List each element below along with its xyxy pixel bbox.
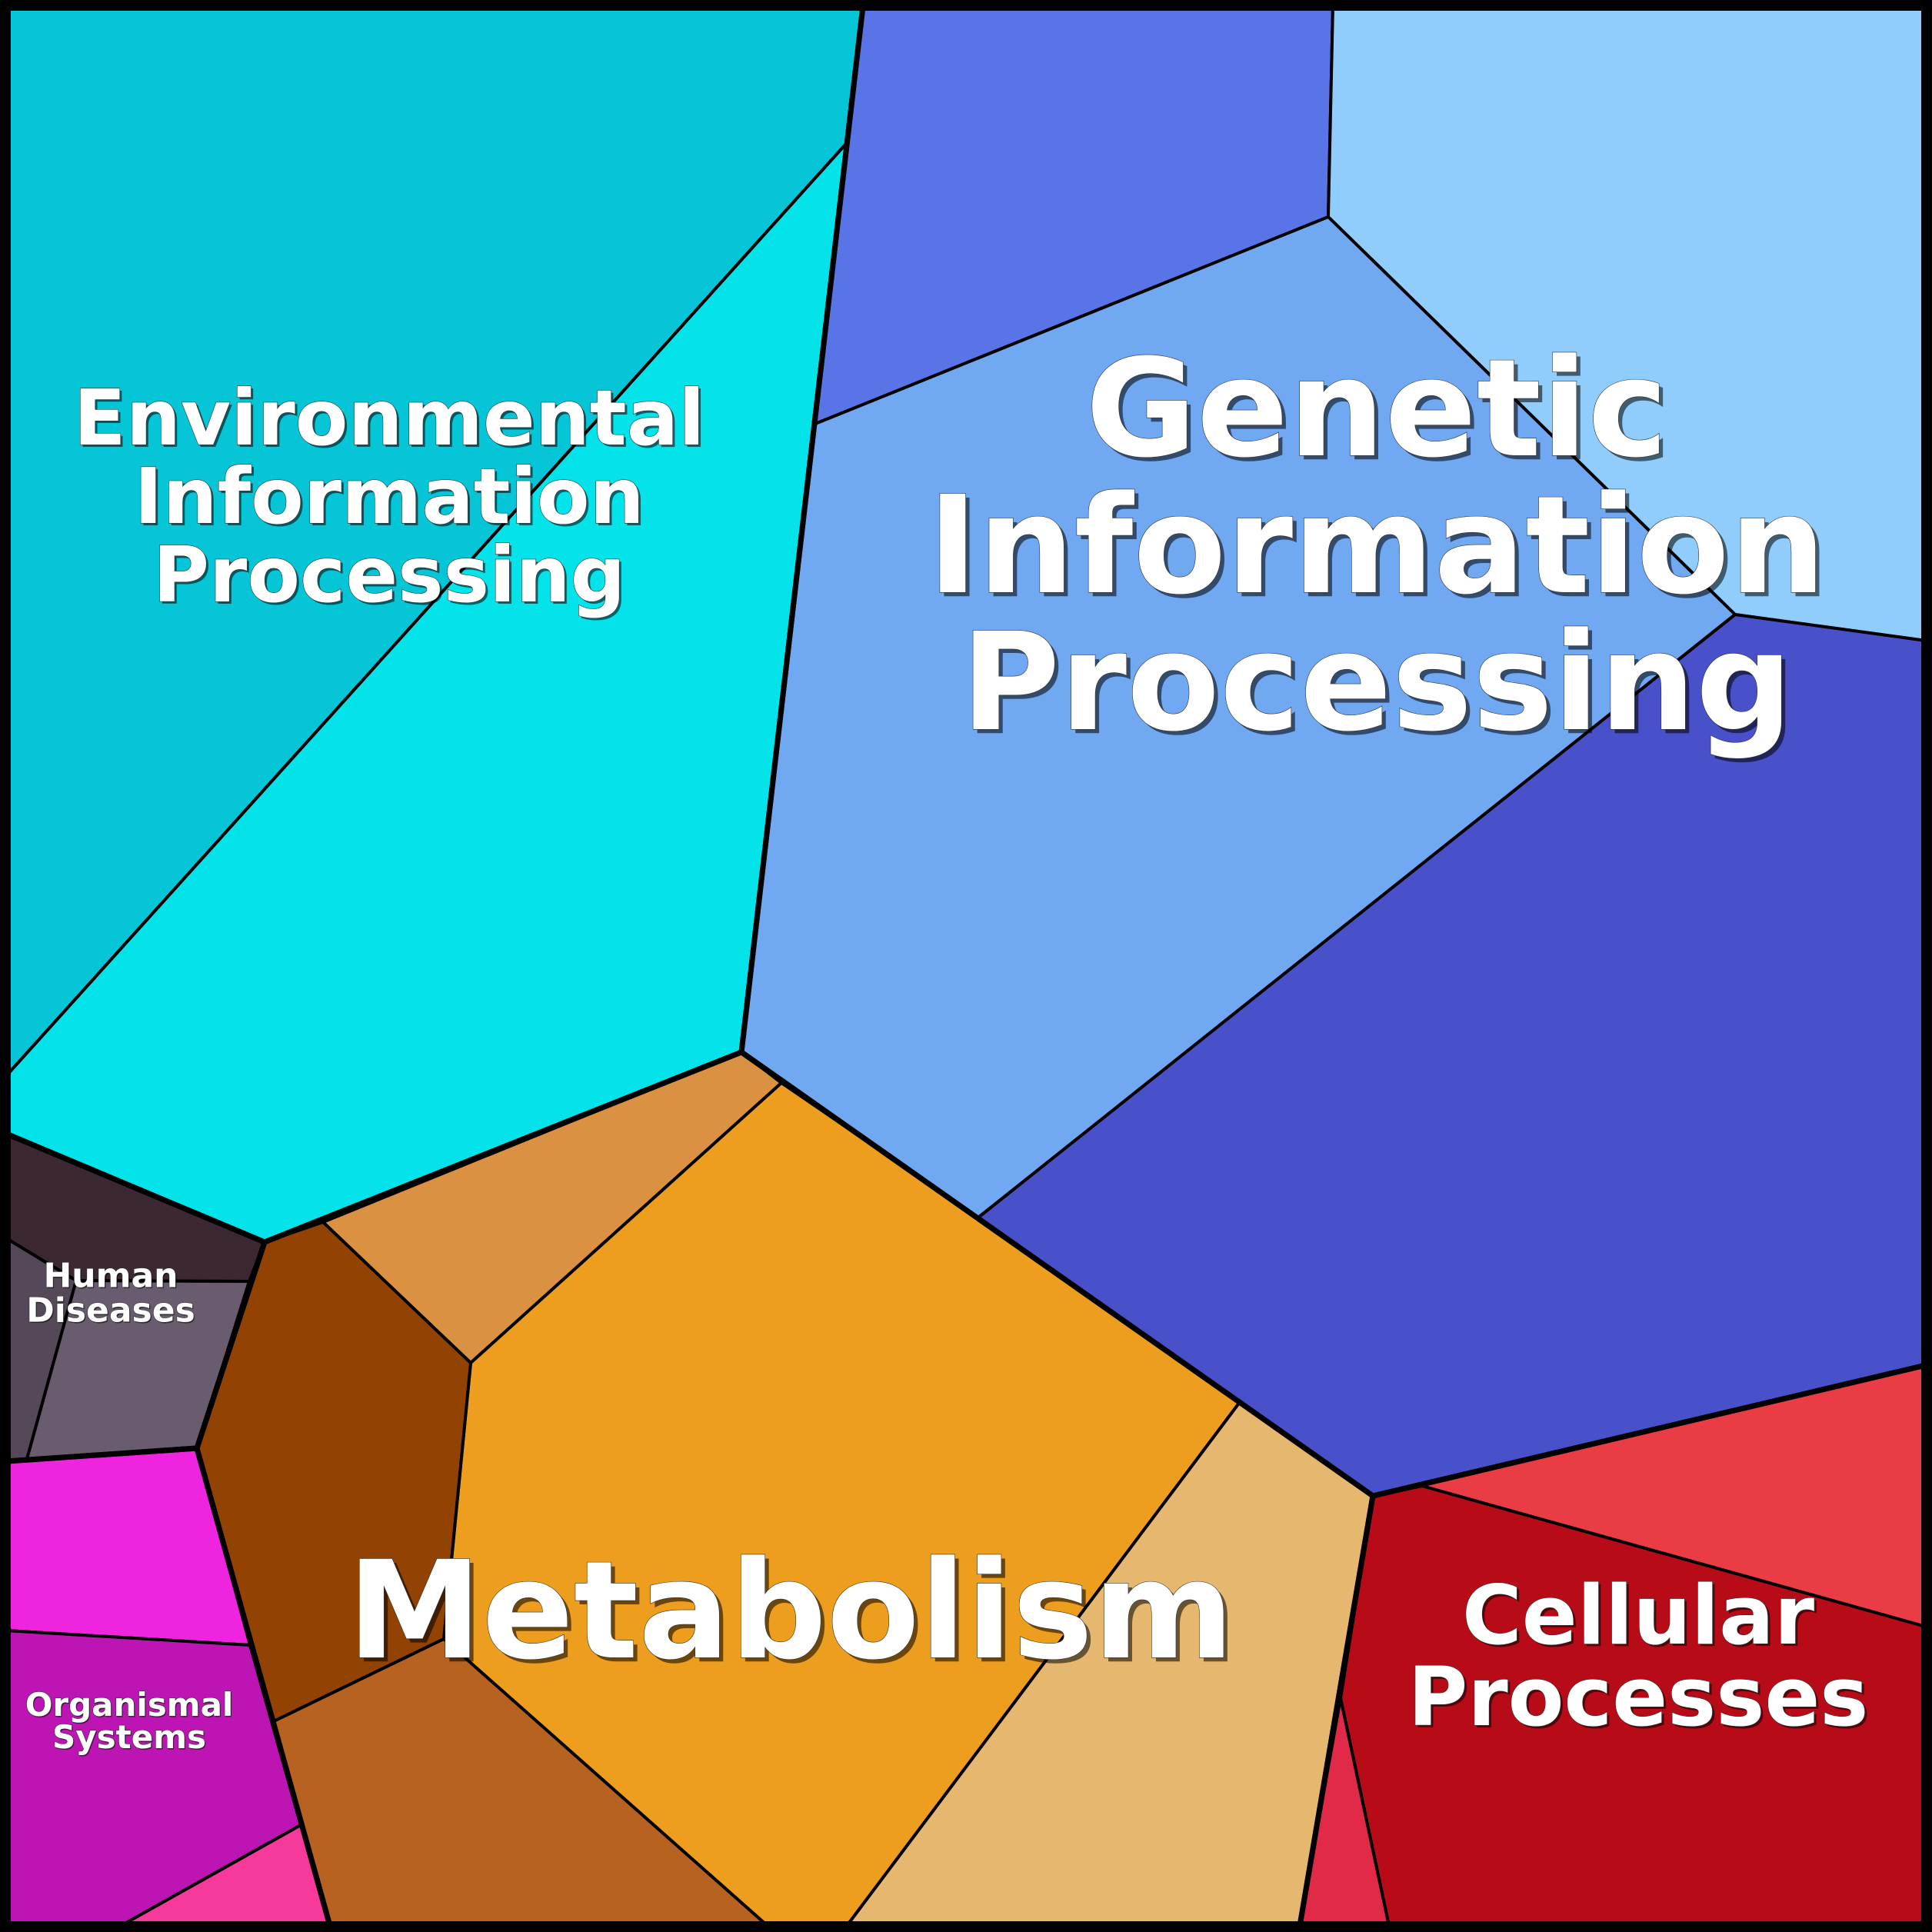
group-label-organismal-systems: Organismal [25,1686,234,1724]
group-label-genetic-information-processing: Information [928,467,1826,625]
labels-layer: EnvironmentalEnvironmentalInformationInf… [25,329,1871,1757]
group-label-shadow-organismal-systems: Systems [53,1719,207,1757]
group-label-shadow-cellular-processes: Cellular [1464,1571,1817,1665]
group-label-organismal-systems: Systems [52,1718,206,1756]
group-label-shadow-genetic-information-processing: Information [931,471,1830,628]
group-label-shadow-environmental-information-processing: Environmental [76,375,708,465]
group-label-human-diseases: Diseases [26,1291,195,1331]
group-label-human-diseases: Human [43,1257,178,1296]
group-label-environmental-information-processing: Information [134,451,645,541]
group-label-shadow-cellular-processes: Processes [1411,1652,1871,1747]
group-label-shadow-metabolism: Metabolism [351,1536,1238,1694]
group-label-metabolism: Metabolism [347,1532,1234,1690]
group-label-cellular-processes: Processes [1408,1650,1869,1744]
group-label-shadow-genetic-information-processing: Genetic [1090,334,1672,491]
group-label-shadow-human-diseases: Diseases [28,1292,197,1331]
group-label-genetic-information-processing: Genetic [1085,330,1667,488]
group-label-shadow-environmental-information-processing: Processing [155,532,628,622]
group-label-shadow-human-diseases: Human [45,1257,179,1297]
group-label-environmental-information-processing: Processing [153,530,626,620]
group-label-genetic-information-processing: Processing [961,604,1793,761]
group-label-shadow-environmental-information-processing: Information [136,454,647,544]
cells-layer [5,5,1927,1927]
group-label-cellular-processes: Cellular [1462,1568,1814,1663]
group-label-shadow-genetic-information-processing: Processing [965,608,1797,765]
group-label-shadow-organismal-systems: Organismal [26,1687,235,1724]
group-label-environmental-information-processing: Environmental [74,373,705,463]
